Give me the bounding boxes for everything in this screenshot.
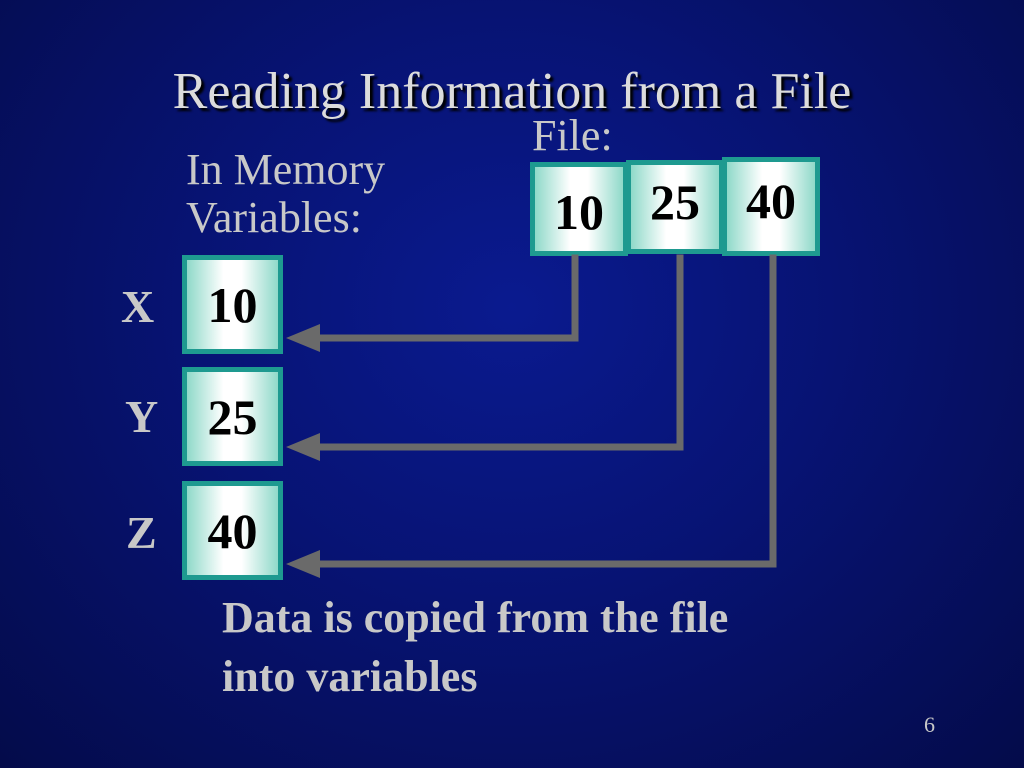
arrow-file2-to-y <box>314 254 684 451</box>
variable-cell-y-value: 25 <box>207 388 258 445</box>
variable-cell-y: 25 <box>182 367 283 466</box>
variable-cell-z-value: 40 <box>207 502 258 559</box>
memory-variables-label: In Memory Variables: <box>186 145 436 243</box>
variable-cell-x-value: 10 <box>207 276 258 333</box>
arrowhead-z <box>286 550 320 578</box>
variable-cell-z: 40 <box>182 481 283 580</box>
arrow-file1-to-x <box>314 254 579 342</box>
page-number: 6 <box>924 712 935 737</box>
memory-variables-label-text: In Memory Variables: <box>186 145 386 243</box>
arrowhead-y <box>286 433 320 461</box>
file-cell-3-value: 40 <box>746 172 796 229</box>
arrowhead-x <box>286 324 320 352</box>
variable-name-z: Z <box>126 507 157 558</box>
slide-title: Reading Information from a File <box>172 63 852 120</box>
file-cell-2-value: 25 <box>650 174 700 230</box>
caption-line-2: into variables <box>222 652 478 702</box>
variable-name-y: Y <box>125 391 159 442</box>
file-label: File: <box>532 111 613 160</box>
caption-line-1: Data is copied from the file <box>222 593 729 642</box>
file-cell-3: 40 <box>722 157 820 256</box>
variable-name-x: X <box>121 281 155 332</box>
file-cell-2: 25 <box>626 160 724 254</box>
variable-cell-x: 10 <box>182 255 283 354</box>
caption: Data is copied from the file into variab… <box>222 588 728 707</box>
arrow-file3-to-z <box>314 254 777 568</box>
file-cell-1-value: 10 <box>554 184 604 240</box>
file-cell-1: 10 <box>530 162 628 256</box>
